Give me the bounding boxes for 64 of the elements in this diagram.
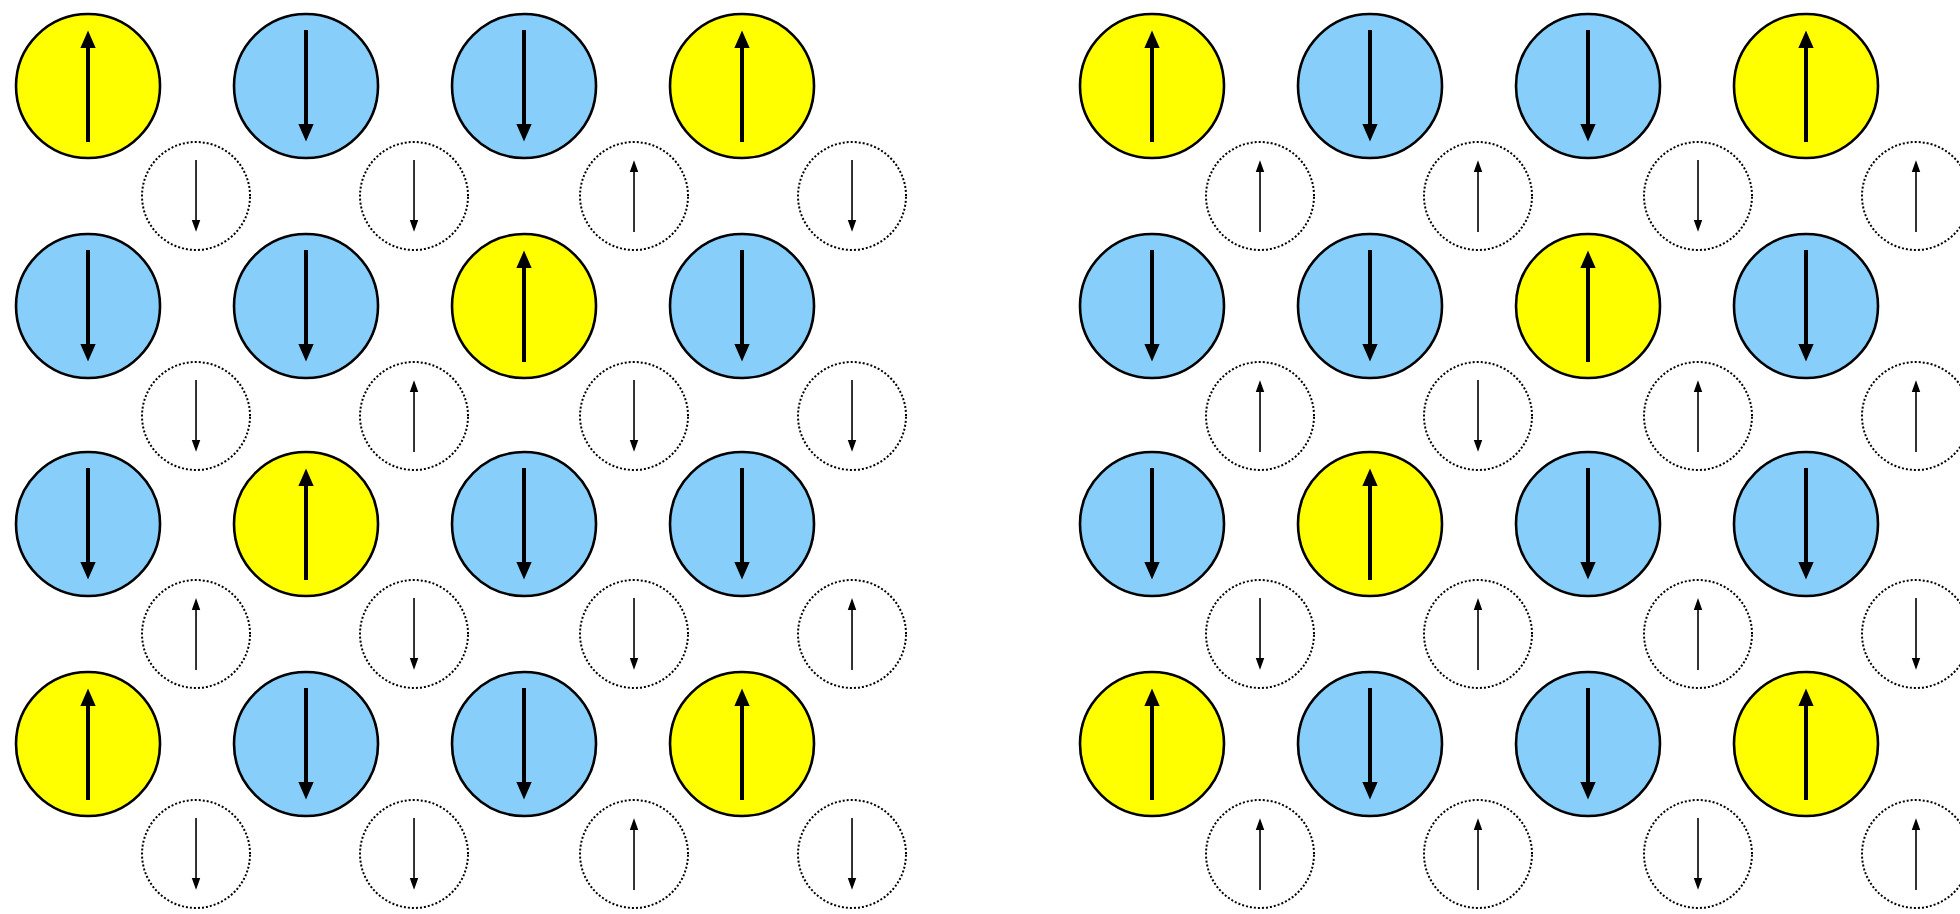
spin-circle <box>1514 450 1662 598</box>
site-circle <box>579 360 689 471</box>
spin-circle <box>14 12 162 160</box>
spin-circle <box>14 670 162 818</box>
site-circle <box>1423 360 1533 471</box>
site-circle <box>579 578 689 689</box>
spin-circle <box>232 670 380 818</box>
site-circle <box>359 360 469 471</box>
site-circle <box>1861 578 1960 689</box>
site-circle <box>1861 360 1960 471</box>
spin-circle <box>14 232 162 380</box>
site-circle <box>359 798 469 909</box>
spin-circle <box>668 12 816 160</box>
site-circle <box>141 141 251 251</box>
site-circle <box>797 360 907 471</box>
spin-circle <box>668 450 816 598</box>
spin-circle <box>1078 450 1226 598</box>
site-circle <box>1423 141 1533 251</box>
spin-circle <box>1296 450 1444 598</box>
site-circle <box>1205 798 1315 909</box>
site-circle <box>1423 578 1533 689</box>
site-circle <box>797 798 907 909</box>
site-circle <box>1861 141 1960 251</box>
spin-circle <box>1078 670 1226 818</box>
spin-circle <box>1732 450 1880 598</box>
spin-circle <box>1296 232 1444 380</box>
spin-circle <box>668 232 816 380</box>
site-circle <box>1861 798 1960 909</box>
spin-circle <box>450 670 598 818</box>
spin-circle <box>1296 670 1444 818</box>
spin-circle <box>1078 12 1226 160</box>
site-circle <box>141 578 251 689</box>
site-circle <box>359 578 469 689</box>
spin-circle <box>1732 12 1880 160</box>
site-circle <box>1643 141 1753 251</box>
spin-circle <box>1078 232 1226 380</box>
site-circle <box>797 578 907 689</box>
site-circle <box>141 360 251 471</box>
site-circle <box>1423 798 1533 909</box>
site-circle <box>797 141 907 251</box>
spin-circle <box>232 12 380 160</box>
spin-circle <box>1514 232 1662 380</box>
site-circle <box>1205 578 1315 689</box>
spin-circle <box>450 450 598 598</box>
spin-circle <box>1732 232 1880 380</box>
site-circle <box>579 141 689 251</box>
spin-circle <box>14 450 162 598</box>
site-circle <box>1643 578 1753 689</box>
site-circle <box>1205 141 1315 251</box>
site-circle <box>1643 360 1753 471</box>
site-circle <box>1643 798 1753 909</box>
site-circle <box>579 798 689 909</box>
site-circle <box>1205 360 1315 471</box>
spin-circle <box>450 12 598 160</box>
spin-circle <box>1732 670 1880 818</box>
spin-circle <box>1514 12 1662 160</box>
spin-circle <box>1296 12 1444 160</box>
spin-circle <box>232 232 380 380</box>
site-circle <box>141 798 251 909</box>
site-circle <box>359 141 469 251</box>
spin-circle <box>450 232 598 380</box>
spin-circle <box>232 450 380 598</box>
spin-circle <box>1514 670 1662 818</box>
spin-circle <box>668 670 816 818</box>
